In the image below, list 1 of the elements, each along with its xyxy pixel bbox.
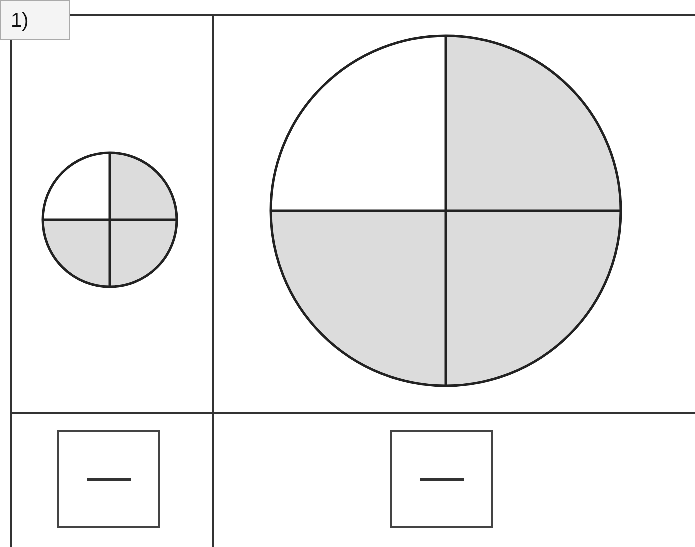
question-number: 1) (0, 0, 70, 40)
